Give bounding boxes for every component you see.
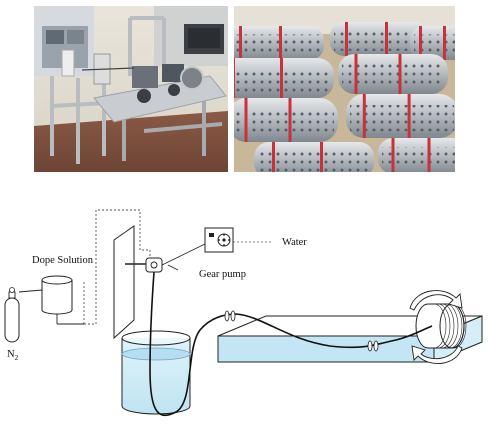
dashed-enclosure: [83, 209, 151, 325]
roll-band: [443, 26, 446, 60]
nitrogen-label: N2: [7, 349, 19, 363]
roll-perforation: [258, 151, 370, 172]
roll-perforation: [234, 109, 334, 136]
coagulation-beaker: [121, 330, 191, 415]
roll-band: [320, 142, 323, 172]
dope-solution-label: Dope Solution: [32, 255, 93, 266]
roll-band: [239, 26, 242, 60]
roll-band: [354, 54, 358, 94]
spinning-machine-photo: [34, 6, 228, 172]
winding-rolls-photo: [234, 6, 455, 172]
roll-band: [234, 58, 235, 98]
roll-band: [345, 22, 348, 56]
roll-band: [244, 98, 248, 142]
gear-pump-device: [125, 243, 206, 273]
roll-band: [362, 94, 366, 138]
mounting-plate: [113, 225, 135, 340]
roll-band: [272, 142, 275, 172]
roll-band: [398, 54, 402, 94]
roll-band: [280, 58, 283, 98]
pump-controller: [204, 227, 272, 253]
roll-perforation: [234, 34, 320, 55]
dope-solution-tank: [41, 275, 84, 325]
nitrogen-cylinder: [4, 287, 43, 343]
roll-band: [385, 22, 388, 56]
rotation-arrows: [409, 290, 463, 364]
roll-band: [427, 138, 431, 172]
gear-pump-label: Gear pump: [199, 269, 246, 280]
roll-band: [391, 138, 395, 172]
roll-perforation: [350, 105, 454, 132]
wet-spinning-schematic: Dope Solution Water Gear pump N2: [0, 190, 489, 424]
roll-band: [279, 26, 282, 60]
take-up-roll: [415, 303, 467, 349]
roll-band: [407, 94, 411, 138]
roll-perforation: [334, 30, 426, 51]
fiber-path: [149, 271, 433, 417]
roll-perforation: [342, 64, 444, 88]
fiber-guides: [224, 310, 379, 352]
roll-band: [288, 98, 292, 142]
roll-band: [419, 26, 422, 60]
roll-perforation: [382, 147, 455, 169]
water-label: Water: [282, 237, 307, 248]
